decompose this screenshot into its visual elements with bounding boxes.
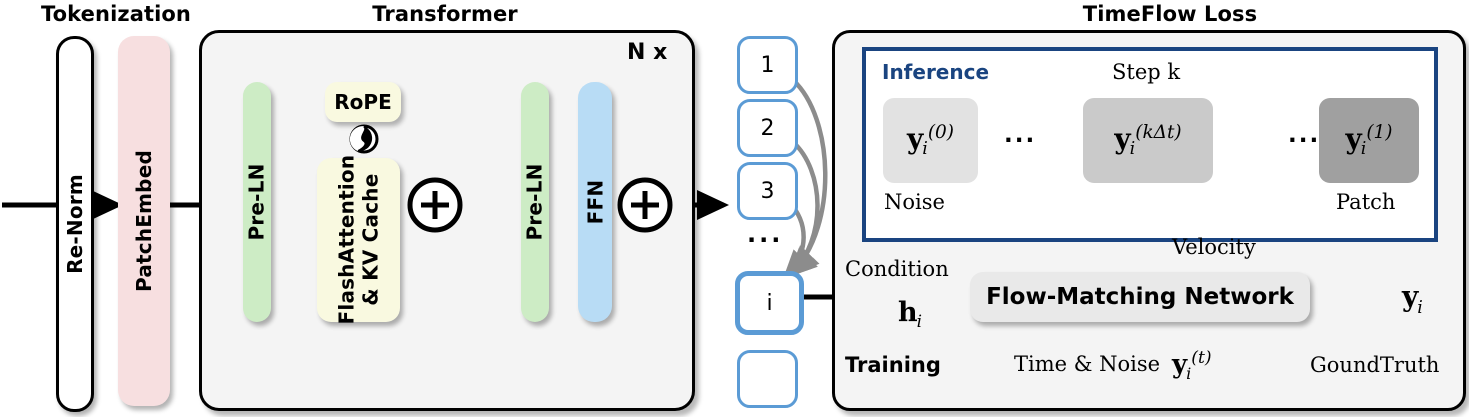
flow-matching-network-label: Flow-Matching Network: [986, 284, 1294, 310]
step-k-label: Step k: [1112, 60, 1181, 84]
block-flash-attention-label: FlashAttention & KV Cache: [333, 155, 382, 325]
inference-stage-noise-var: yi(0): [906, 121, 954, 160]
rotation-icon: [349, 124, 379, 154]
groundtruth-variable: yi: [1402, 280, 1423, 318]
training-label: Training: [845, 353, 941, 377]
token-ellipsis: ···: [747, 226, 784, 254]
block-pre-ln-1[interactable]: Pre-LN: [243, 82, 271, 322]
inference-ellipsis-2: ···: [1288, 128, 1321, 154]
block-patch-embed[interactable]: PatchEmbed: [118, 36, 170, 406]
inference-stage-step: yi(kΔt): [1083, 98, 1213, 183]
section-title-transformer: Transformer: [372, 2, 518, 26]
block-ffn[interactable]: FFN: [578, 82, 612, 322]
token-box-2[interactable]: 2: [737, 99, 798, 157]
block-pre-ln-1-label: Pre-LN: [245, 163, 270, 241]
residual-add-icon-2: [617, 177, 673, 233]
inference-stage-patch: yi(1): [1319, 98, 1419, 183]
token-box-2-label: 2: [760, 115, 775, 141]
block-patch-embed-label: PatchEmbed: [132, 150, 157, 292]
block-flash-attention[interactable]: FlashAttention & KV Cache: [317, 155, 400, 325]
groundtruth-label: GoundTruth: [1310, 353, 1440, 377]
rope-block[interactable]: RoPE: [325, 82, 401, 122]
block-ffn-label: FFN: [583, 179, 608, 225]
rope-label: RoPE: [334, 90, 392, 114]
condition-label: Condition: [845, 257, 949, 281]
inference-stage-patch-var: yi(1): [1345, 121, 1393, 160]
residual-add-icon-1: [407, 177, 463, 233]
inference-ellipsis-1: ···: [1004, 128, 1037, 154]
section-title-tokenization: Tokenization: [41, 2, 191, 26]
transformer-repeat-label: N x: [627, 40, 668, 65]
inference-stage-noise: yi(0): [883, 98, 978, 183]
token-box-3-label: 3: [760, 178, 775, 204]
token-box-i[interactable]: i: [735, 271, 804, 335]
flow-matching-network-block[interactable]: Flow-Matching Network: [970, 272, 1310, 322]
block-pre-ln-2-label: Pre-LN: [523, 163, 548, 241]
block-re-norm[interactable]: Re-Norm: [56, 36, 94, 412]
block-pre-ln-2[interactable]: Pre-LN: [521, 82, 549, 322]
patch-caption: Patch: [1336, 190, 1396, 214]
token-box-i-label: i: [766, 290, 773, 316]
condition-variable: hi: [898, 297, 922, 332]
inference-label: Inference: [882, 60, 990, 84]
token-box-1-label: 1: [760, 52, 775, 78]
inference-stage-step-var: yi(kΔt): [1114, 121, 1182, 160]
token-box-1[interactable]: 1: [737, 36, 798, 94]
token-box-empty[interactable]: [737, 350, 798, 408]
time-noise-variable: yi(t): [1172, 348, 1212, 383]
noise-caption: Noise: [884, 190, 945, 214]
section-title-timeflow: TimeFlow Loss: [1082, 2, 1258, 26]
velocity-label: Velocity: [1172, 235, 1256, 259]
token-box-3[interactable]: 3: [737, 162, 798, 220]
time-noise-label: Time & Noise: [1014, 352, 1161, 376]
block-re-norm-label: Re-Norm: [63, 174, 88, 274]
